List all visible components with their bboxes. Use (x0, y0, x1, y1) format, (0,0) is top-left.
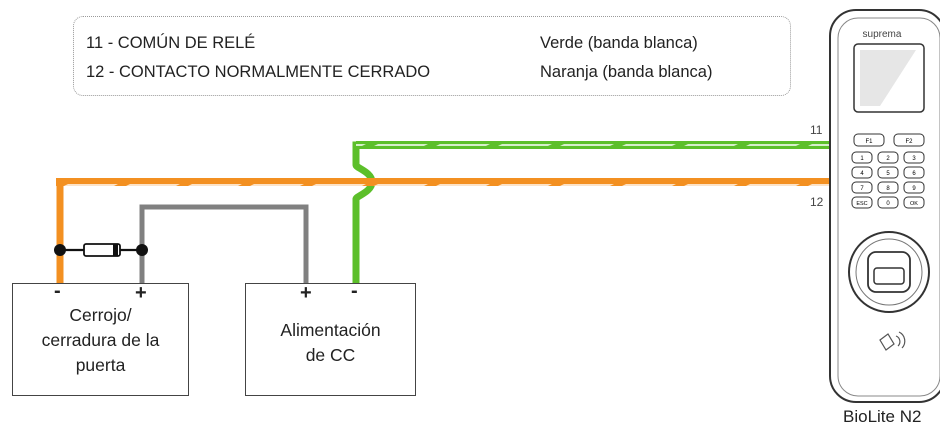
rf-card-icon (879, 331, 906, 351)
legend-color-11: Verde (banda blanca) (540, 34, 698, 52)
key-6: 6 (912, 171, 916, 177)
key-f2: F2 (905, 139, 913, 145)
legend-pin-12: 12 - CONTACTO NORMALMENTE CERRADO (86, 63, 431, 81)
orange-wire-12 (56, 178, 832, 186)
device-brand: suprema (863, 29, 902, 40)
legend-color-12: Naranja (banda blanca) (540, 63, 713, 81)
key-4: 4 (860, 171, 864, 177)
power-box-label: Alimentación de CC (245, 318, 416, 368)
key-2: 2 (886, 156, 890, 162)
key-7: 7 (860, 186, 864, 192)
key-5: 5 (886, 171, 890, 177)
power-plus-terminal: + (300, 282, 312, 304)
fingerprint-sensor-icon (848, 231, 930, 313)
biolite-device: suprema F1 F2 1 2 3 4 5 6 7 8 (829, 9, 940, 403)
green-wire-vertical (352, 141, 376, 283)
power-minus-terminal: - (351, 280, 358, 302)
key-8: 8 (886, 186, 890, 192)
lock-label-line-3: puerta (75, 355, 126, 375)
diode (54, 243, 148, 257)
key-esc: ESC (856, 201, 867, 207)
device-keypad: F1 F2 1 2 3 4 5 6 7 8 9 ESC 0 OK (851, 133, 925, 209)
gray-wire (139, 204, 309, 283)
wire-label-12: 12 (810, 195, 824, 209)
lock-box (12, 283, 189, 396)
device-name: BioLite N2 (843, 407, 922, 426)
lock-box-label: Cerrojo/ cerradura de la puerta (12, 303, 189, 378)
lock-label-line-2: cerradura de la (41, 330, 160, 350)
wire-label-11: 11 (810, 123, 823, 137)
power-label-line-2: de CC (305, 345, 356, 365)
legend-box (73, 16, 791, 96)
lock-plus-terminal: + (135, 282, 147, 304)
key-f1: F1 (865, 139, 873, 145)
power-box (245, 283, 416, 396)
key-0: 0 (886, 201, 890, 207)
key-9: 9 (912, 186, 916, 192)
key-3: 3 (912, 156, 916, 162)
green-wire-11 (356, 141, 832, 149)
power-label-line-1: Alimentación (280, 320, 381, 340)
lock-label-line-1: Cerrojo/ (69, 305, 132, 325)
legend-pin-11: 11 - COMÚN DE RELÉ (86, 34, 256, 52)
key-ok: OK (910, 201, 918, 207)
key-1: 1 (860, 156, 864, 162)
lock-minus-terminal: - (54, 280, 61, 302)
